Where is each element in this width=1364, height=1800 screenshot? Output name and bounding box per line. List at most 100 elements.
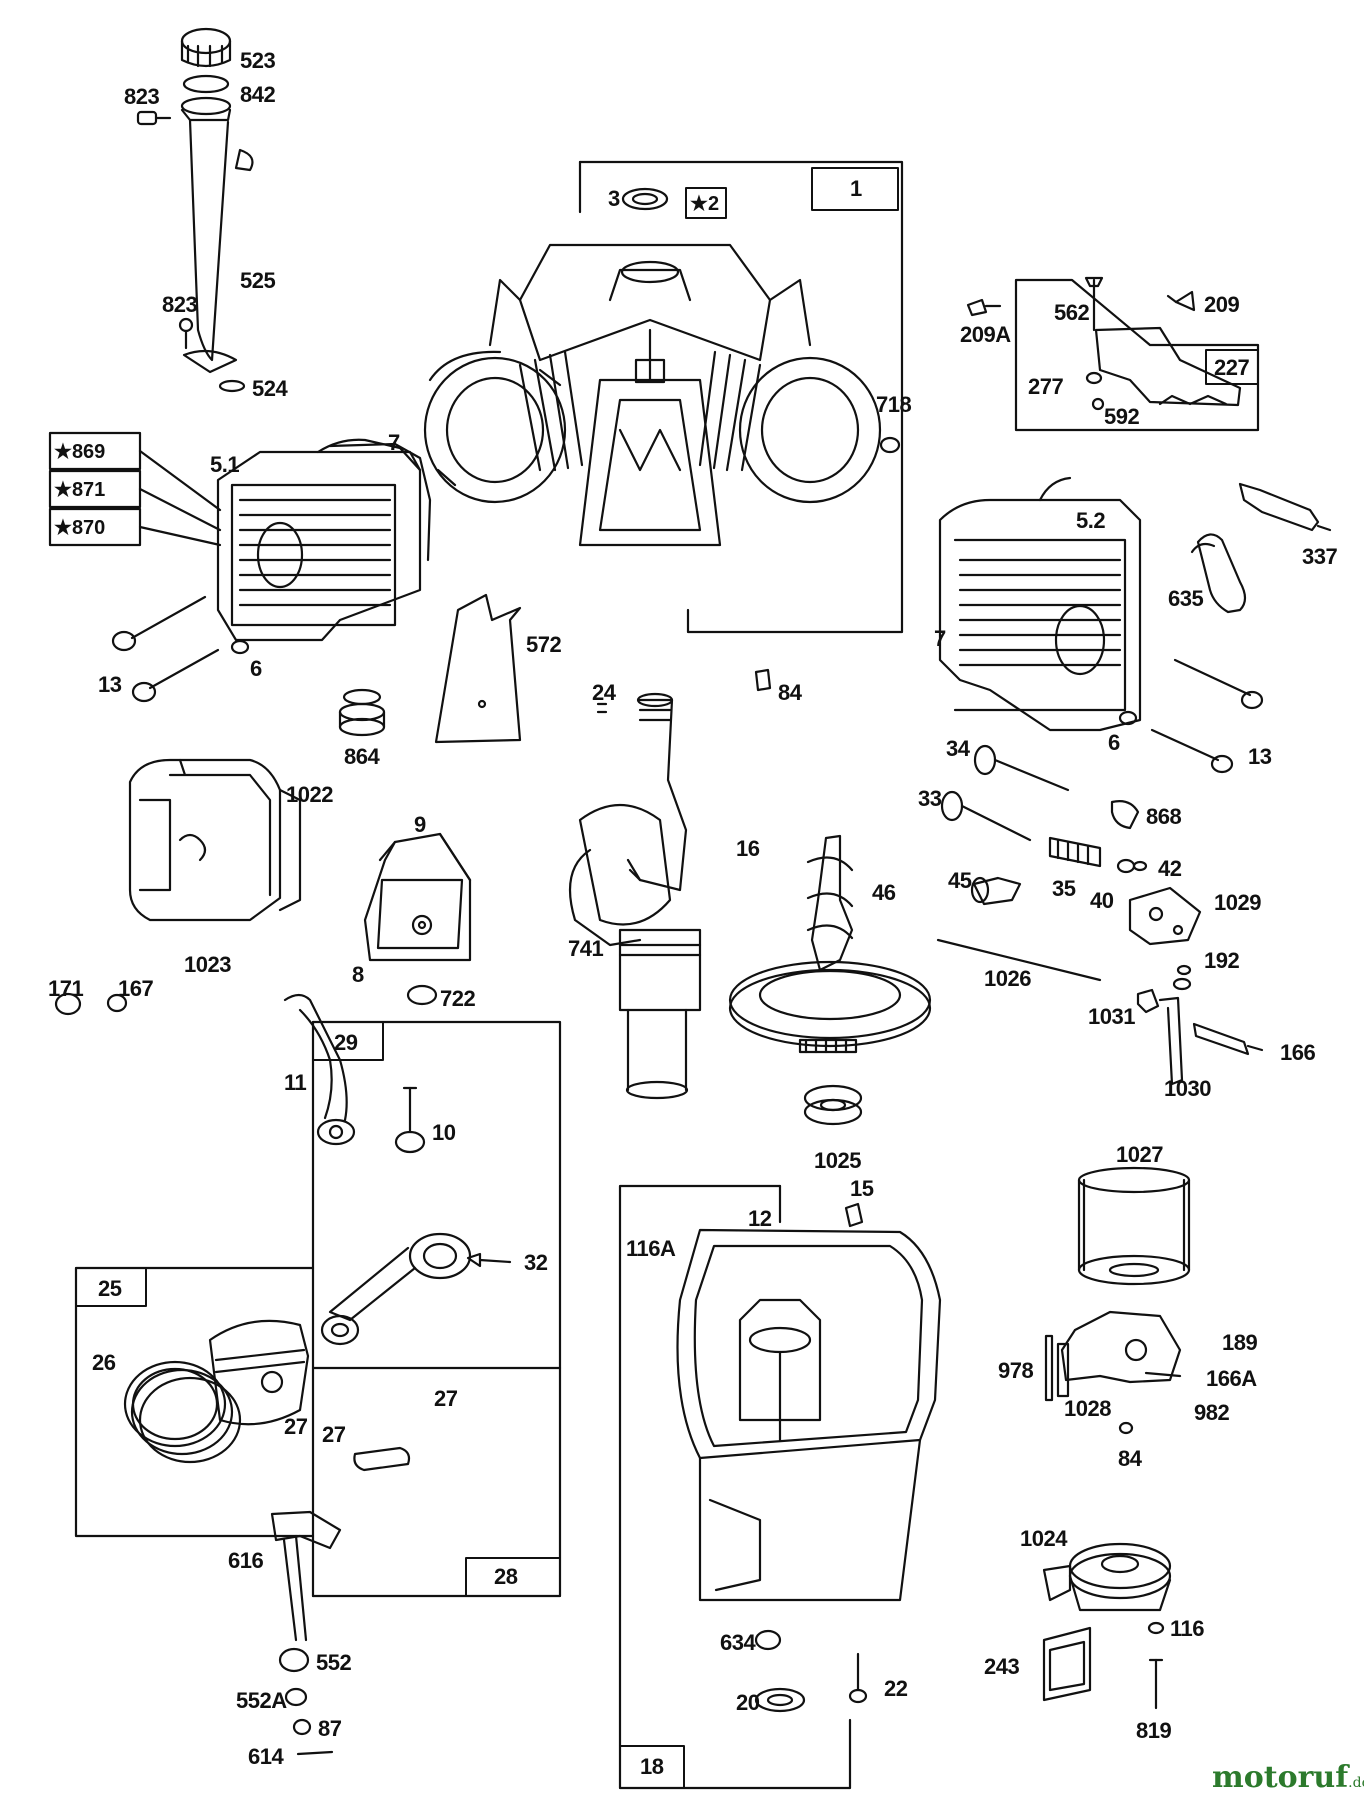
callout-868: 868 (1146, 804, 1182, 829)
callout-25: 25 (98, 1276, 122, 1301)
callout-20: 20 (736, 1690, 760, 1715)
callout-116a: 116A (626, 1236, 676, 1261)
engine-block (423, 187, 901, 547)
callout-6: 6 (250, 656, 262, 681)
callout-819: 819 (1136, 1718, 1172, 1743)
callout-718: 718 (876, 392, 912, 417)
callout-33: 33 (918, 786, 942, 811)
callout-7: 7 (934, 626, 946, 651)
callout-192: 192 (1204, 948, 1240, 973)
callout-562: 562 (1054, 300, 1090, 325)
callout-27: 27 (434, 1386, 458, 1411)
callout-277: 277 (1028, 374, 1064, 399)
callout-1022: 1022 (286, 782, 333, 807)
callout-523: 523 (240, 48, 276, 73)
callout-243: 243 (984, 1654, 1020, 1679)
callout-27: 27 (322, 1422, 346, 1447)
callout-525: 525 (240, 268, 276, 293)
callout-982: 982 (1194, 1400, 1230, 1425)
callout-3: 3 (608, 186, 620, 211)
callout-1023: 1023 (184, 952, 231, 977)
callout-823: 823 (124, 84, 160, 109)
box-star-labels (48, 431, 222, 547)
governor-616 (270, 1510, 342, 1756)
oil-filter-adapter-1028 (1044, 1310, 1182, 1435)
piston-25 (208, 1319, 310, 1426)
seal-1025 (803, 1084, 863, 1126)
oil-filter-1027 (1077, 1166, 1191, 1286)
callout-22: 22 (884, 1676, 908, 1701)
star-label-871: ★871 (54, 479, 106, 501)
callout-171: 171 (48, 976, 84, 1001)
callout-1026: 1026 (984, 966, 1031, 991)
baffle-572 (434, 593, 522, 744)
callout-5-1: 5.1 (210, 452, 240, 477)
callout-24: 24 (592, 680, 616, 705)
callout-18: 18 (640, 1754, 664, 1779)
callout-6: 6 (1108, 730, 1120, 755)
oil-fill-tube (136, 27, 254, 393)
callout-116: 116 (1170, 1616, 1205, 1641)
callout-166a: 166A (1206, 1366, 1257, 1391)
cylinder-head-5-2 (938, 476, 1264, 774)
callout-10: 10 (432, 1120, 456, 1145)
callout-1030: 1030 (1164, 1076, 1211, 1101)
callout-12: 12 (748, 1206, 772, 1231)
callout-34: 34 (946, 736, 970, 761)
callout-1024: 1024 (1020, 1526, 1067, 1551)
callout-1031: 1031 (1088, 1004, 1135, 1029)
crankshaft (568, 692, 702, 1100)
star-label-2: ★2 (690, 193, 720, 215)
callout-87: 87 (318, 1716, 342, 1741)
callout-1028: 1028 (1064, 1396, 1111, 1421)
piston-pin-28 (353, 1446, 411, 1472)
callout-842: 842 (240, 82, 276, 107)
callout-823: 823 (162, 292, 198, 317)
cylinder-head-5-1 (111, 438, 432, 703)
small-parts (596, 668, 772, 714)
callout-592: 592 (1104, 404, 1140, 429)
spark-plug-337 (1238, 482, 1332, 532)
box-1-engine-block (578, 160, 904, 634)
callout-7: 7 (388, 430, 400, 455)
callout-572: 572 (526, 632, 562, 657)
callout-189: 189 (1222, 1330, 1258, 1355)
callout-209a: 209A (960, 322, 1011, 347)
callout-552a: 552A (236, 1688, 287, 1713)
callout-722: 722 (440, 986, 476, 1011)
piston-rings-26 (123, 1360, 242, 1464)
callout-46: 46 (872, 880, 896, 905)
callout-635: 635 (1168, 586, 1204, 611)
callout-1027: 1027 (1116, 1142, 1163, 1167)
callout-8: 8 (352, 962, 364, 987)
mount-9 (363, 832, 472, 1006)
callout-35: 35 (1052, 876, 1076, 901)
callout-167: 167 (118, 976, 154, 1001)
plug-boot-635 (1190, 533, 1247, 614)
callout-84: 84 (1118, 1446, 1142, 1471)
callout-11: 11 (284, 1070, 307, 1095)
callout-13: 13 (98, 672, 122, 697)
callout-741: 741 (568, 936, 604, 961)
callout-26: 26 (92, 1350, 116, 1375)
callout-45: 45 (948, 868, 972, 893)
star-label-869: ★869 (54, 441, 106, 463)
star-label-870: ★870 (54, 517, 106, 539)
callout-16: 16 (736, 836, 760, 861)
callout-15: 15 (850, 1176, 874, 1201)
filter-screen-243 (1042, 1626, 1092, 1702)
callout-209: 209 (1204, 292, 1240, 317)
callout-166: 166 (1280, 1040, 1316, 1065)
oil-pump-1024 (1042, 1542, 1172, 1710)
callout-84: 84 (778, 680, 802, 705)
breather-tube-11 (283, 993, 356, 1146)
crankcase-cover-12 (676, 1202, 942, 1713)
callout-864: 864 (344, 744, 380, 769)
valve-train (936, 744, 1264, 1086)
connecting-rod-29 (320, 1232, 512, 1346)
callout-524: 524 (252, 376, 288, 401)
callout-29: 29 (334, 1030, 358, 1055)
callout-1: 1 (850, 176, 862, 201)
callout-616: 616 (228, 1548, 264, 1573)
